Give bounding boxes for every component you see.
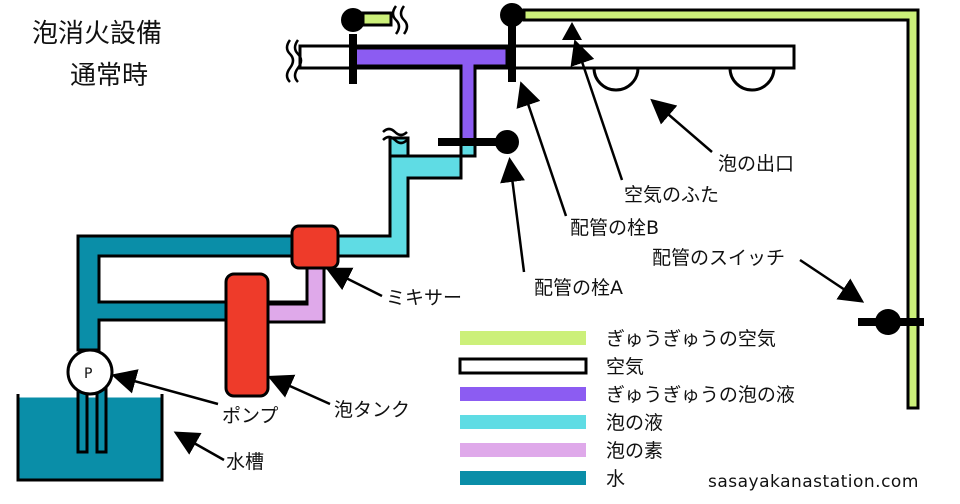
arrows <box>111 39 865 462</box>
arrow-foam-outlet <box>650 98 713 153</box>
label-foam-tank: 泡タンク <box>334 399 410 421</box>
arrow-water-tank <box>173 431 225 462</box>
legend-label: ぎゅうぎゅうの泡の液 <box>606 384 795 406</box>
compressed-foam-liquid <box>351 46 509 142</box>
title-line2: 通常時 <box>70 61 148 91</box>
legend-swatch <box>460 387 586 401</box>
arrow-pipe-switch <box>799 258 865 303</box>
legend-label: 泡の素 <box>606 440 663 462</box>
site-credit: sasayakanastation.com <box>708 472 919 492</box>
label-pipe-switch: 配管のスイッチ <box>652 247 785 269</box>
legend-item: ぎゅうぎゅうの泡の液 <box>460 384 795 406</box>
mixer <box>290 224 340 270</box>
legend-label: ぎゅうぎゅうの空気 <box>606 328 776 350</box>
foam-tank <box>224 272 270 398</box>
legend-swatch <box>460 415 586 429</box>
foam-concentrate-pipe <box>266 266 326 324</box>
pipe-switch <box>858 309 924 335</box>
water-tank <box>16 394 164 482</box>
foam-outlet-1 <box>592 66 640 92</box>
arrow-valve-a <box>500 157 526 273</box>
legend-item: 水 <box>460 468 625 490</box>
label-pump: ポンプ <box>222 405 278 427</box>
legend-item: 空気 <box>458 356 644 378</box>
label-valve-b: 配管の栓B <box>570 217 659 239</box>
legend-label: 泡の液 <box>606 412 663 434</box>
compressed-air-pipe <box>522 8 920 410</box>
air-lid-triangle <box>562 22 582 40</box>
legend-swatch <box>460 331 586 345</box>
arrow-air-lid <box>570 39 624 181</box>
legend-item: ぎゅうぎゅうの空気 <box>460 328 776 350</box>
legend-item: 泡の素 <box>460 440 663 462</box>
legend-swatch <box>458 357 588 375</box>
title-line1: 泡消火設備 <box>32 19 162 49</box>
arrow-valve-b <box>516 81 568 217</box>
legend-label: 空気 <box>606 356 644 378</box>
water-pipes <box>76 234 314 352</box>
label-valve-a: 配管の栓A <box>534 277 623 299</box>
label-mixer: ミキサー <box>386 287 462 309</box>
cut-mark-foam-pipe <box>382 127 408 137</box>
arrow-mixer <box>325 267 383 298</box>
label-air-lid: 空気のふた <box>624 184 719 206</box>
pump-symbol: P <box>84 366 92 382</box>
legend-swatch <box>460 471 586 485</box>
label-foam-outlet: 泡の出口 <box>718 153 794 175</box>
arrow-pump <box>111 369 219 406</box>
valve-a <box>438 130 519 154</box>
valve-b <box>500 3 524 82</box>
legend-label: 水 <box>606 468 625 490</box>
pump: P <box>66 348 114 396</box>
foam-liquid-pipe <box>336 98 477 258</box>
legend-swatch <box>460 443 586 457</box>
legend-item: 泡の液 <box>460 412 663 434</box>
valve-left <box>341 5 409 84</box>
arrow-foam-tank <box>267 374 331 406</box>
foam-outlets <box>592 66 776 92</box>
foam-outlet-2 <box>728 66 776 92</box>
label-water-tank: 水槽 <box>226 451 264 473</box>
